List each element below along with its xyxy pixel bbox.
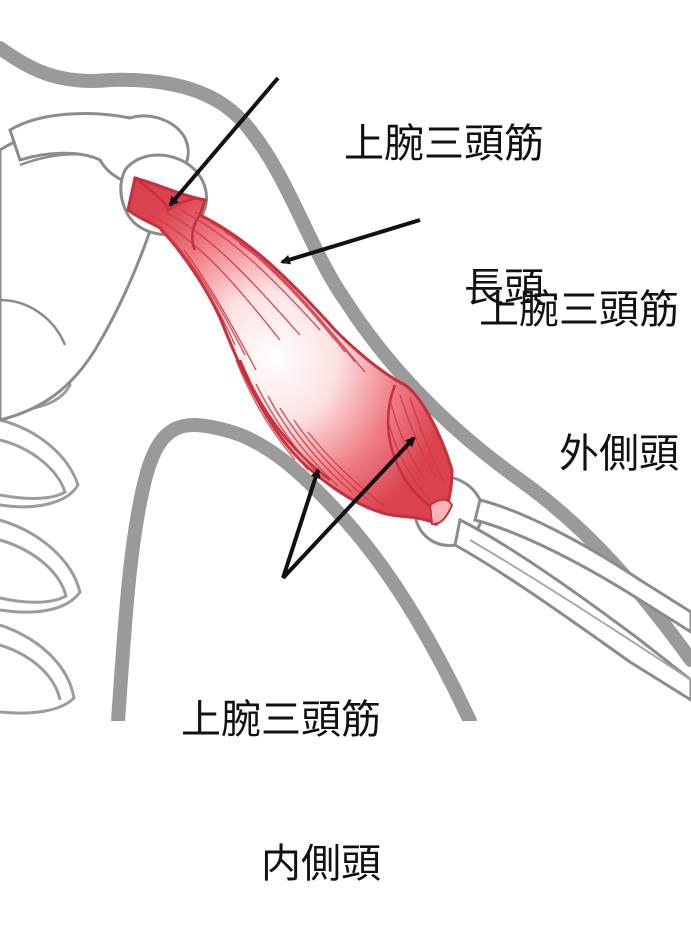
label-long-head-line1: 上腕三頭筋 — [344, 121, 544, 167]
muscle-fiber — [267, 395, 339, 487]
rib — [0, 623, 76, 715]
medial-head-arrow-left — [281, 468, 321, 579]
muscle-fiber — [245, 371, 309, 471]
muscle-fiber — [293, 419, 369, 501]
label-lateral-head-line1: 上腕三頭筋 — [479, 287, 679, 333]
pointer-arrows — [168, 76, 421, 580]
long-head-arrow — [168, 76, 280, 207]
muscle-fiber — [183, 249, 257, 371]
long-head-tendon — [134, 177, 199, 213]
muscle-fiber — [387, 419, 431, 501]
arm-inner-outline — [111, 418, 477, 721]
shoulder-arm-outer-outline — [0, 41, 691, 667]
label-medial-head-line1: 上腕三頭筋 — [181, 697, 381, 743]
lateral-head-edge — [191, 214, 202, 251]
muscle-fiber — [239, 243, 366, 373]
muscle-fiber — [159, 229, 236, 346]
forearm-bone-line — [469, 539, 691, 681]
body-outline — [0, 41, 691, 721]
radius — [473, 498, 691, 634]
rib — [0, 538, 68, 604]
muscle-fiber — [399, 394, 437, 479]
muscle-fiber — [149, 214, 281, 341]
muscle-fiber — [235, 359, 296, 461]
rib — [0, 418, 80, 509]
label-medial-head-line2: 内側頭 — [261, 841, 381, 887]
label-long-head-line2: 長頭 — [464, 265, 544, 311]
label-lateral-head: 上腕三頭筋 外側頭 — [479, 190, 679, 526]
medial-head-edge — [386, 384, 441, 514]
muscle-fiber — [164, 211, 301, 336]
label-medial-head: 上腕三頭筋 内側頭 — [181, 600, 381, 936]
ulna — [453, 517, 691, 702]
rib — [0, 643, 62, 701]
muscle-fiber — [179, 209, 321, 331]
muscle-fiber — [171, 239, 246, 356]
rib — [0, 518, 82, 614]
anatomy-illustration — [0, 41, 691, 721]
label-long-head: 上腕三頭筋 長頭 — [344, 24, 544, 360]
triceps-distal-tendon — [428, 498, 454, 526]
label-lateral-head-line2: 外側頭 — [559, 431, 679, 477]
medial-head-arrow-right — [281, 436, 416, 580]
rib — [0, 438, 67, 500]
muscle-fiber — [279, 407, 353, 493]
muscle-fiber — [389, 399, 426, 481]
lateral-head-arrow — [280, 218, 421, 265]
scapula-edge — [0, 298, 67, 346]
muscle-fiber — [409, 397, 445, 483]
muscle-fiber — [307, 431, 385, 507]
